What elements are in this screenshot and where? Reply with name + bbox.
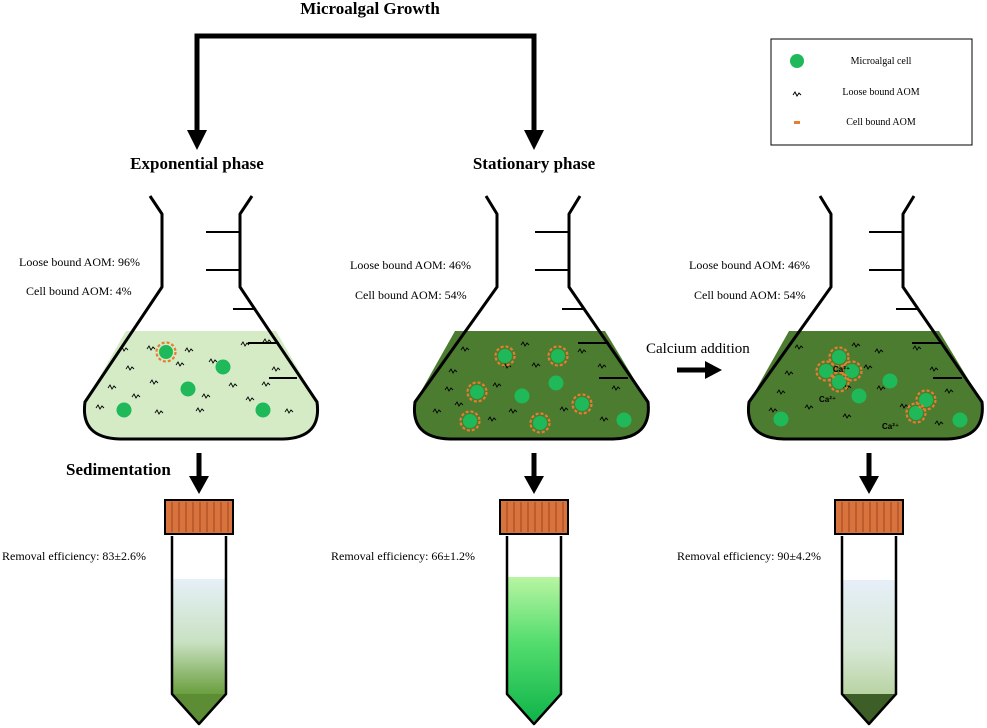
microalgal-cell [919,393,933,407]
tube-outline [840,536,898,726]
microalgal-cell [180,381,196,397]
microalgal-cells [773,350,968,428]
microalgal-cell [116,402,132,418]
flask-stationary: Loose bound AOM: 46% Cell bound AOM: 54% [350,195,650,441]
tube-cap [834,499,904,535]
calcium-addition-label: Calcium addition [646,341,750,357]
loose-aom-squiggles [432,341,621,422]
microalgal-cell [255,402,271,418]
microalgal-cell [845,364,859,378]
tube-liquid [842,580,896,694]
tube-liquid [507,577,561,722]
down-arrows [189,453,879,494]
removal-efficiency-value: Removal efficiency: 66±1.2% [331,549,475,563]
graduation-marks [206,231,297,379]
diagram-title: Microalgal Growth [300,0,440,18]
calcium-ion-label: Ca²⁺ [882,422,899,431]
legend-cell-icon [790,54,804,68]
tube-outline [505,536,563,726]
microalgal-cells [116,345,271,418]
flask-calcium: Ca²⁺ Ca²⁺ Ca²⁺ Loose bound AOM: 46% Cell… [689,195,984,441]
microalgal-cells [463,349,632,430]
flask-exponential: Loose bound AOM: 96% Cell bound AOM: 4% [19,195,320,441]
microalgal-cell [215,359,231,375]
legend-bound-label: Cell bound AOM [846,117,916,128]
legend-box [770,38,973,146]
stationary-phase-title: Stationary phase [473,154,596,173]
cell-bound-aom-value: Cell bound AOM: 4% [26,284,132,298]
tube-cap [164,499,234,535]
microalgal-cell [819,364,833,378]
microalgal-cell [832,375,846,389]
flask-outline [82,195,320,441]
arrow-to-exponential [187,130,207,150]
arrow-down-icon [859,476,879,494]
microalgal-cell [851,388,867,404]
growth-connector [194,33,537,132]
loose-bound-aom-value: Loose bound AOM: 46% [350,258,471,272]
calcium-arrow-head [705,361,722,379]
tube-outline [170,536,228,726]
graduation-marks [869,231,962,379]
loose-bound-aom-value: Loose bound AOM: 96% [19,255,140,269]
microalgal-cell [551,349,565,363]
flask-liquid [84,331,318,439]
microalgal-cell [514,388,530,404]
microalgal-cell [548,375,564,391]
legend-bound-icon [794,121,800,124]
microalgal-cell [470,385,484,399]
loose-aom-squiggles [95,338,294,415]
sedimentation-label: Sedimentation [66,460,171,479]
tube-sediment [172,694,226,723]
flask-outline [412,195,650,441]
cell-bound-aom-rings [459,345,593,434]
microalgal-cell [575,397,589,411]
loose-bound-aom-value: Loose bound AOM: 46% [689,258,810,272]
cell-bound-aom-value: Cell bound AOM: 54% [355,288,467,302]
flask-outline [746,195,984,441]
microalgal-cell [882,373,898,389]
tube-stationary: Removal efficiency: 66±1.2% [331,499,569,726]
microalgal-cell [952,412,968,428]
removal-efficiency-value: Removal efficiency: 83±2.6% [2,549,146,563]
legend-loose-label: Loose bound AOM [842,87,919,98]
calcium-ion-label: Ca²⁺ [833,365,850,374]
arrow-to-stationary [524,130,544,150]
graduation-marks [535,231,628,379]
legend-loose-icon [792,91,802,97]
tube-calcium: Removal efficiency: 90±4.2% [677,499,904,726]
legend: Microalgal cell Loose bound AOM Cell bou… [770,38,973,146]
tube-exponential: Removal efficiency: 83±2.6% [2,499,234,726]
microalgal-cell [463,414,477,428]
cell-bound-aom-ring [155,341,177,363]
microalgal-cell [533,416,547,430]
calcium-ion-label: Ca²⁺ [819,395,836,404]
microalgal-cell [159,345,173,359]
tube-cap [499,499,569,535]
microalgal-cell [832,350,846,364]
loose-aom-squiggles [768,342,954,426]
flask-liquid [748,331,983,439]
tube-liquid [172,579,226,694]
exponential-phase-title: Exponential phase [130,154,264,173]
removal-efficiency-value: Removal efficiency: 90±4.2% [677,549,821,563]
flask-liquid [414,331,649,439]
arrow-down-icon [524,476,544,494]
microalgal-cell [498,349,512,363]
tube-sediment [842,694,896,723]
cell-bound-aom-rings [815,346,937,424]
microalgal-cell [909,406,923,420]
cell-bound-aom-value: Cell bound AOM: 54% [694,288,806,302]
legend-cell-label: Microalgal cell [851,56,912,67]
microalgal-cell [616,412,632,428]
microalgal-cell [773,411,789,427]
arrow-down-icon [189,476,209,494]
